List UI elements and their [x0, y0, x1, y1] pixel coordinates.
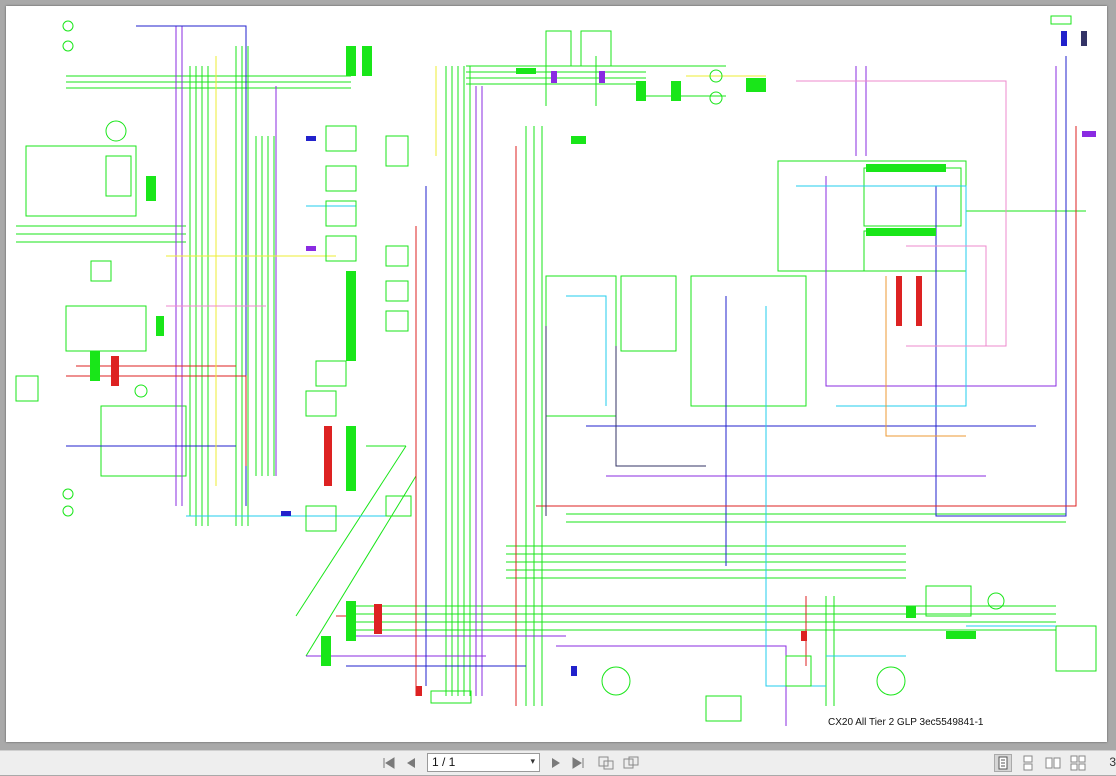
continuous-view-icon[interactable] — [1020, 755, 1036, 771]
fit-page-icon[interactable] — [597, 754, 615, 772]
zoom-readout: 3 — [1109, 755, 1116, 769]
first-page-icon[interactable] — [380, 754, 398, 772]
last-page-icon[interactable] — [569, 754, 587, 772]
prev-page-icon[interactable] — [402, 754, 420, 772]
viewer-toolbar: 1 / 1 ▾ 3 — [0, 750, 1116, 775]
page-number-select[interactable]: 1 / 1 ▾ — [427, 753, 540, 772]
next-page-icon[interactable] — [547, 754, 565, 772]
fit-width-icon[interactable] — [622, 754, 640, 772]
document-viewer[interactable]: CX20 All Tier 2 GLP 3ec5549841-1 — [0, 0, 1116, 750]
wiring-diagram — [15, 15, 1097, 726]
facing-view-icon[interactable] — [1045, 755, 1061, 771]
page-indicator: 1 / 1 — [432, 755, 456, 769]
facing-continuous-view-icon[interactable] — [1070, 755, 1086, 771]
drawing-caption: CX20 All Tier 2 GLP 3ec5549841-1 — [828, 717, 984, 728]
schematic-page: CX20 All Tier 2 GLP 3ec5549841-1 — [6, 6, 1107, 742]
chevron-down-icon: ▾ — [530, 757, 535, 767]
single-page-view-icon[interactable] — [994, 754, 1012, 772]
